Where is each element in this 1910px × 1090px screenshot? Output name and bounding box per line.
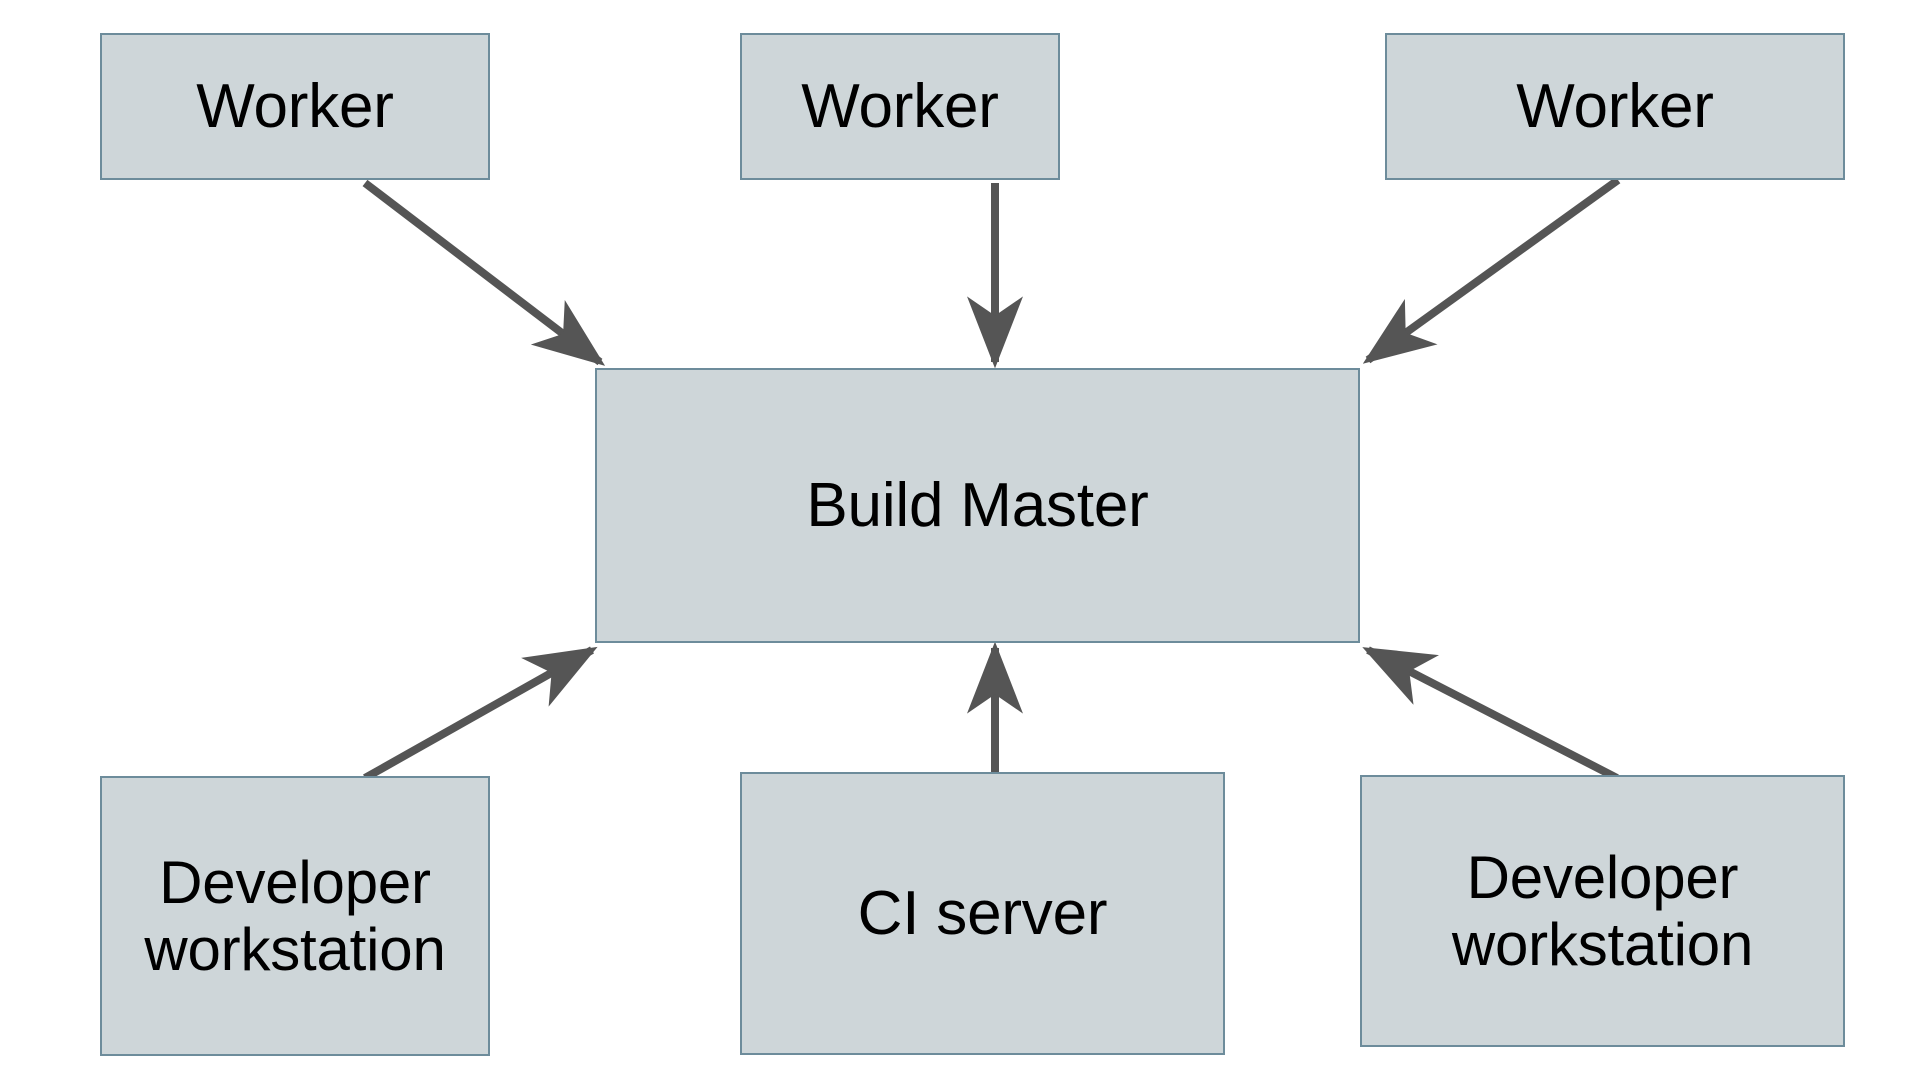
node-dev-workstation-left-label: Developer workstation [144, 848, 446, 983]
edge-dev-workstation-left-to-build-master [363, 646, 598, 782]
node-worker-2-label: Worker [801, 71, 999, 141]
edge-worker-3-to-build-master [1362, 176, 1621, 364]
edge-worker-1-to-build-master [362, 179, 606, 366]
node-worker-2[interactable]: Worker [740, 33, 1060, 180]
edge-dev-workstation-right-to-build-master [1362, 646, 1619, 782]
node-dev-workstation-left[interactable]: Developer workstation [100, 776, 490, 1056]
node-dev-workstation-right-label: Developer workstation [1451, 843, 1754, 978]
node-worker-3[interactable]: Worker [1385, 33, 1845, 180]
node-worker-1-label: Worker [196, 71, 394, 141]
node-build-master-label: Build Master [806, 470, 1149, 540]
node-ci-server-label: CI server [857, 878, 1108, 948]
node-build-master[interactable]: Build Master [595, 368, 1360, 643]
node-dev-workstation-right[interactable]: Developer workstation [1360, 775, 1845, 1047]
node-worker-1[interactable]: Worker [100, 33, 490, 180]
node-worker-3-label: Worker [1516, 71, 1714, 141]
node-ci-server[interactable]: CI server [740, 772, 1225, 1055]
